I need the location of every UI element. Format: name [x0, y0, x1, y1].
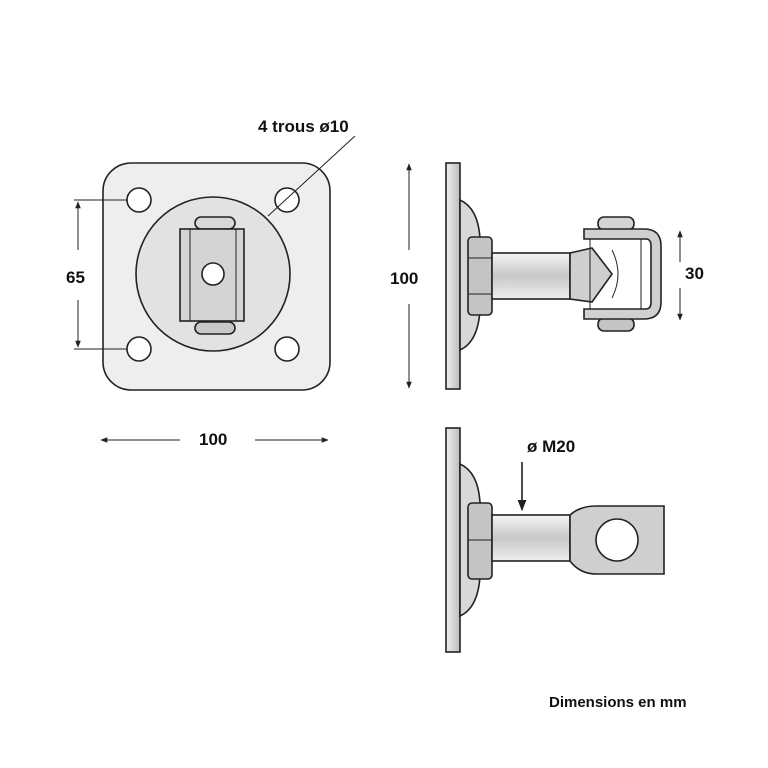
side-plate	[445, 162, 461, 390]
bracket-inner	[589, 238, 642, 310]
swivel-knuckle	[569, 247, 613, 303]
u-bracket	[583, 228, 662, 320]
pin-hole	[201, 262, 225, 286]
threaded-rod-2	[491, 514, 571, 562]
dim-100-horizontal-label: 100	[199, 430, 227, 449]
mounting-hole	[274, 187, 300, 213]
hex-nut-2	[467, 502, 493, 580]
thread-label: ø M20	[527, 437, 575, 456]
dim-100-vertical-label: 100	[390, 269, 418, 288]
side-plate-2	[445, 427, 461, 653]
side-view-top	[445, 162, 662, 390]
top-pin-head	[194, 216, 236, 230]
holes-label: 4 trous ø10	[258, 117, 349, 136]
dim-30-label: 30	[685, 264, 704, 283]
hinge-block-face	[189, 228, 237, 322]
dim-65-label: 65	[66, 268, 85, 287]
mounting-hole	[274, 336, 300, 362]
bottom-pin-cap	[597, 317, 635, 332]
bottom-pin-head	[194, 321, 236, 335]
units-label: Dimensions en mm	[549, 694, 687, 711]
threaded-rod	[491, 252, 571, 300]
mounting-hole	[126, 336, 152, 362]
side-view-bottom	[445, 427, 665, 653]
top-pin-cap	[597, 216, 635, 231]
front-view	[102, 135, 356, 391]
dim-65	[74, 199, 127, 350]
eye-hole	[595, 518, 639, 562]
hex-nut	[467, 236, 493, 316]
holes-leader-line	[267, 135, 356, 217]
mounting-hole	[126, 187, 152, 213]
